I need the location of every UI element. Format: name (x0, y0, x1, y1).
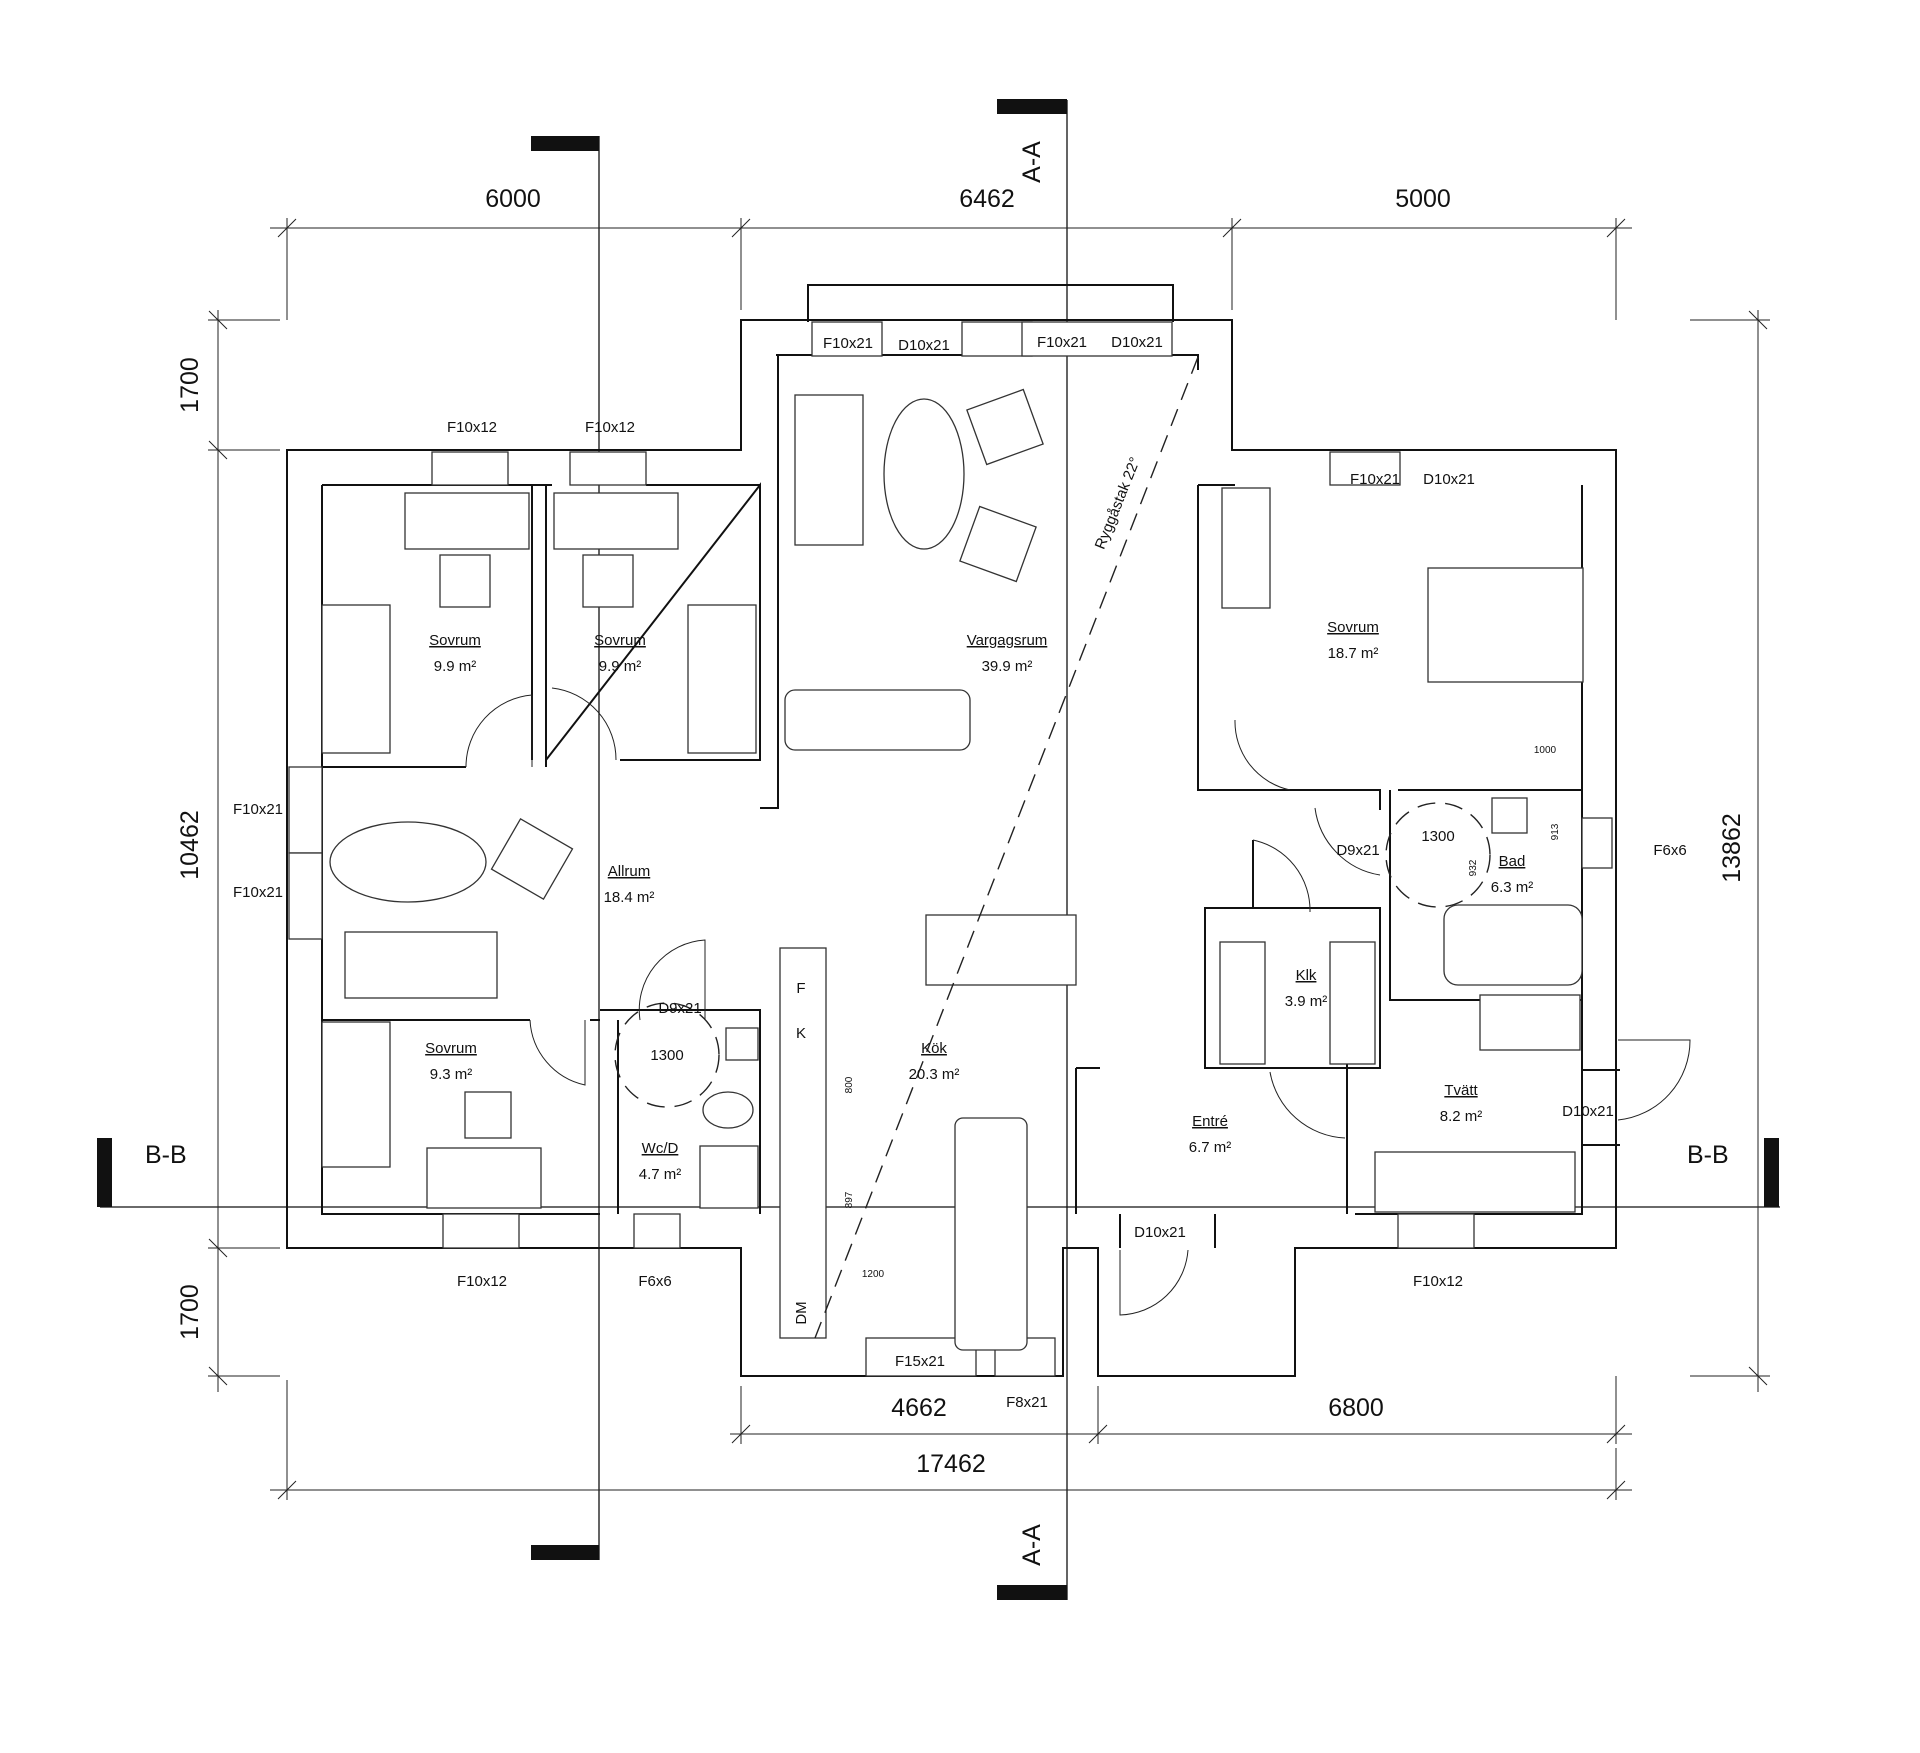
room-name-klk: Klk (1296, 967, 1317, 984)
section-marker-a-top (997, 99, 1067, 114)
dim-left-1: 1700 (176, 357, 204, 413)
opening-label: F10x21 (1037, 334, 1087, 351)
section-label-b-right: B-B (1687, 1141, 1729, 1169)
dim-bottom-1: 4662 (891, 1394, 947, 1422)
room-name-tvatt: Tvätt (1444, 1082, 1478, 1099)
opening-label: D9x21 (658, 1000, 701, 1017)
appliance-freezer-label: K (796, 1025, 806, 1042)
dim-top-2: 6462 (959, 185, 1015, 213)
room-area-wcd: 4.7 m² (639, 1166, 682, 1183)
small-dim-800: 800 (844, 1076, 855, 1093)
turning-circle-wc (614, 1002, 720, 1108)
opening-label: F10x21 (233, 884, 283, 901)
opening-label: D10x21 (898, 337, 950, 354)
turning-circle-bad (1385, 802, 1491, 908)
opening-label: D10x21 (1111, 334, 1163, 351)
opening-label: D10x21 (1423, 471, 1475, 488)
room-area-klk: 3.9 m² (1285, 993, 1328, 1010)
opening-label: F10x21 (233, 801, 283, 818)
opening-label: D10x21 (1562, 1103, 1614, 1120)
section-marker-a-bottom (997, 1585, 1067, 1600)
appliance-fridge-label: F (796, 980, 805, 997)
room-labels: Sovrum 9.9 m² Sovrum 9.9 m² Vargagsrum 3… (425, 619, 1533, 1183)
small-dim-1200: 1200 (862, 1269, 885, 1280)
dim-top-1: 6000 (485, 185, 541, 213)
circle-label-wc: 1300 (650, 1047, 683, 1064)
room-area-bad: 6.3 m² (1491, 879, 1534, 896)
furniture (321, 388, 1584, 1351)
room-name-sovrum-4: Sovrum (425, 1040, 477, 1057)
roof-ridge-line (814, 356, 1199, 1339)
room-area-sovrum-3: 18.7 m² (1328, 645, 1379, 662)
opening-label: F8x21 (1006, 1394, 1048, 1411)
door-swings (465, 687, 1691, 1316)
dimension-lines (208, 218, 1770, 1500)
section-marker-left-top (531, 136, 599, 151)
room-name-sovrum-3: Sovrum (1327, 619, 1379, 636)
dim-bottom-2: 6800 (1328, 1394, 1384, 1422)
room-name-kok: Kök (921, 1040, 947, 1057)
opening-label: F6x6 (638, 1273, 671, 1290)
opening-label: F10x12 (447, 419, 497, 436)
section-marker-b-left (97, 1138, 112, 1207)
circle-label-bad: 1300 (1421, 828, 1454, 845)
opening-label: F10x21 (1350, 471, 1400, 488)
small-dim-1000: 1000 (1534, 745, 1557, 756)
room-area-sovrum-2: 9.9 m² (599, 658, 642, 675)
room-area-allrum: 18.4 m² (604, 889, 655, 906)
small-dim-913: 913 (1550, 823, 1561, 840)
appliance-dishwasher-label: DM (793, 1301, 810, 1324)
opening-label: F15x21 (895, 1353, 945, 1370)
room-area-tvatt: 8.2 m² (1440, 1108, 1483, 1125)
small-dim-897: 897 (844, 1191, 855, 1208)
room-area-sovrum-1: 9.9 m² (434, 658, 477, 675)
section-label-b-left: B-B (145, 1141, 187, 1169)
room-area-sovrum-4: 9.3 m² (430, 1066, 473, 1083)
dim-right: 13862 (1718, 813, 1746, 883)
section-marker-left-bottom (531, 1545, 599, 1560)
room-area-kok: 20.3 m² (909, 1066, 960, 1083)
room-name-vargagsrum: Vargagsrum (967, 632, 1048, 649)
dim-left-2: 10462 (176, 810, 204, 880)
opening-label: F10x12 (457, 1273, 507, 1290)
opening-label: D10x21 (1134, 1224, 1186, 1241)
section-marker-b-right (1764, 1138, 1779, 1207)
room-name-bad: Bad (1499, 853, 1526, 870)
room-area-vargagsrum: 39.9 m² (982, 658, 1033, 675)
small-dim-932: 932 (1468, 859, 1479, 876)
room-name-allrum: Allrum (608, 863, 651, 880)
roof-ridge-label: Ryggåstak 22° (1092, 455, 1144, 552)
room-area-entre: 6.7 m² (1189, 1139, 1232, 1156)
room-name-wcd: Wc/D (642, 1140, 679, 1157)
dim-top-3: 5000 (1395, 185, 1451, 213)
room-name-sovrum-2: Sovrum (594, 632, 646, 649)
dim-left-3: 1700 (176, 1284, 204, 1340)
room-name-sovrum-1: Sovrum (429, 632, 481, 649)
opening-label: F6x6 (1653, 842, 1686, 859)
room-name-entre: Entré (1192, 1113, 1228, 1130)
opening-labels: F10x21 D10x21 F10x21 D10x21 F10x12 F10x1… (233, 334, 1687, 1411)
opening-label: F10x21 (823, 335, 873, 352)
section-label-a-bottom: A-A (1018, 1524, 1046, 1566)
interior-walls (322, 355, 1620, 1248)
opening-label: F10x12 (585, 419, 635, 436)
section-label-a-top: A-A (1018, 141, 1046, 183)
opening-label: F10x12 (1413, 1273, 1463, 1290)
opening-label: D9x21 (1336, 842, 1379, 859)
dim-bottom-total: 17462 (916, 1450, 986, 1478)
